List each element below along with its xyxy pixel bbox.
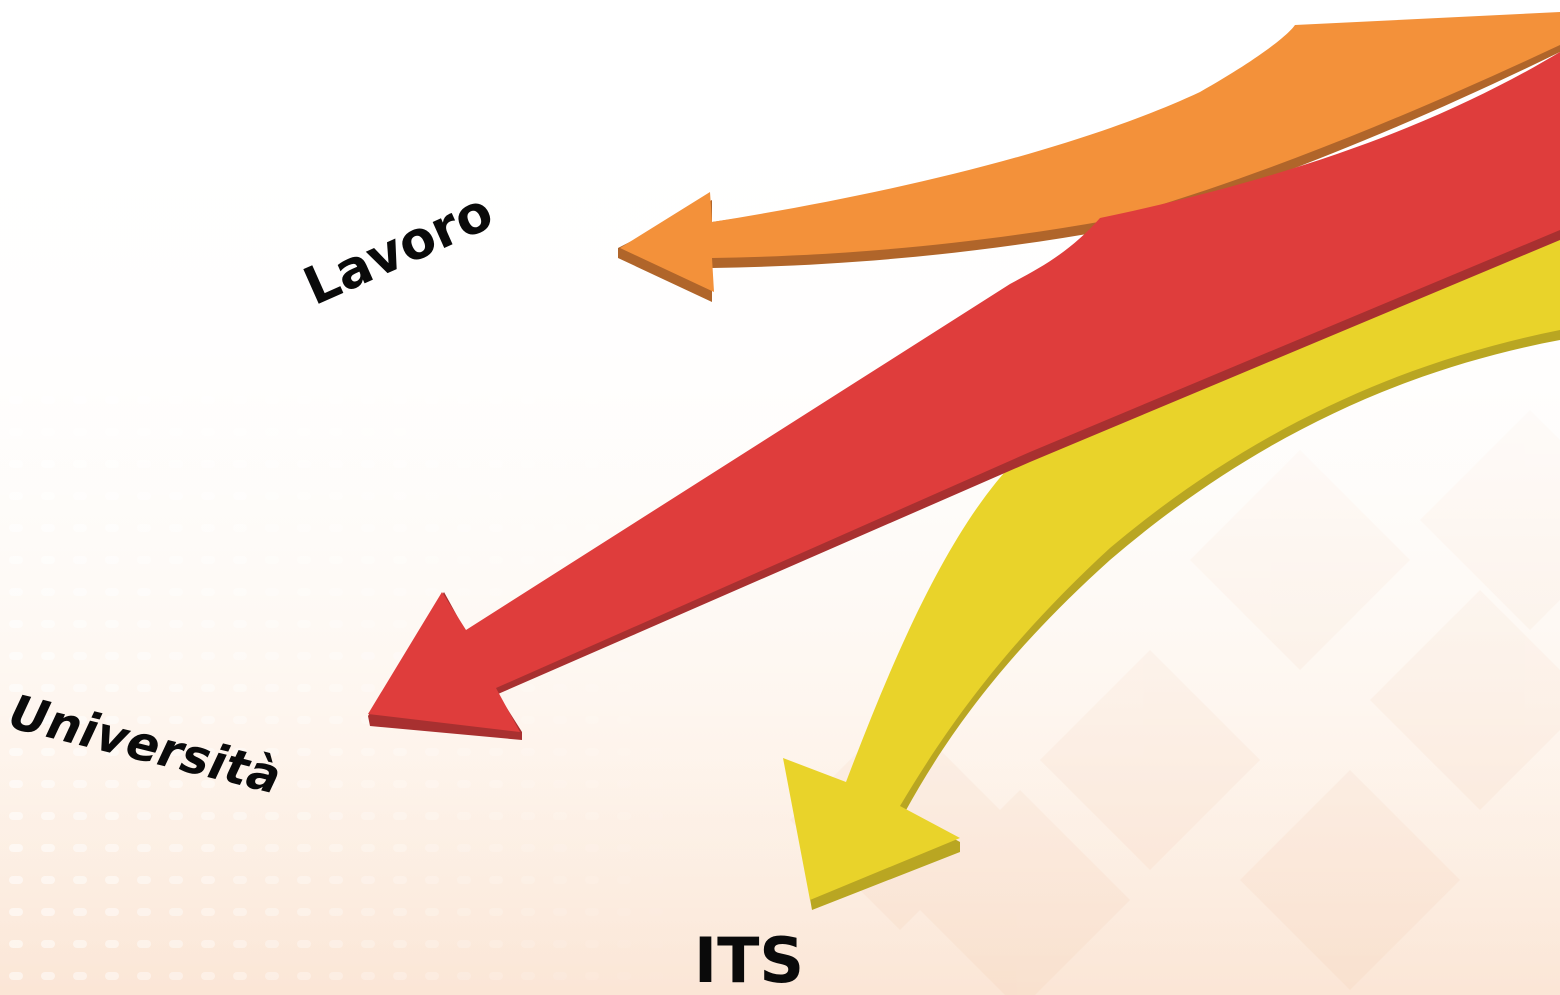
lavoro-arrow-body	[620, 12, 1560, 292]
universita-arrow-body	[368, 52, 1560, 732]
universita-arrow	[368, 52, 1560, 740]
its-arrow	[783, 228, 1560, 910]
label-its: ITS	[694, 924, 805, 995]
its-arrow-body	[783, 228, 1560, 900]
lavoro-arrow	[618, 12, 1560, 302]
